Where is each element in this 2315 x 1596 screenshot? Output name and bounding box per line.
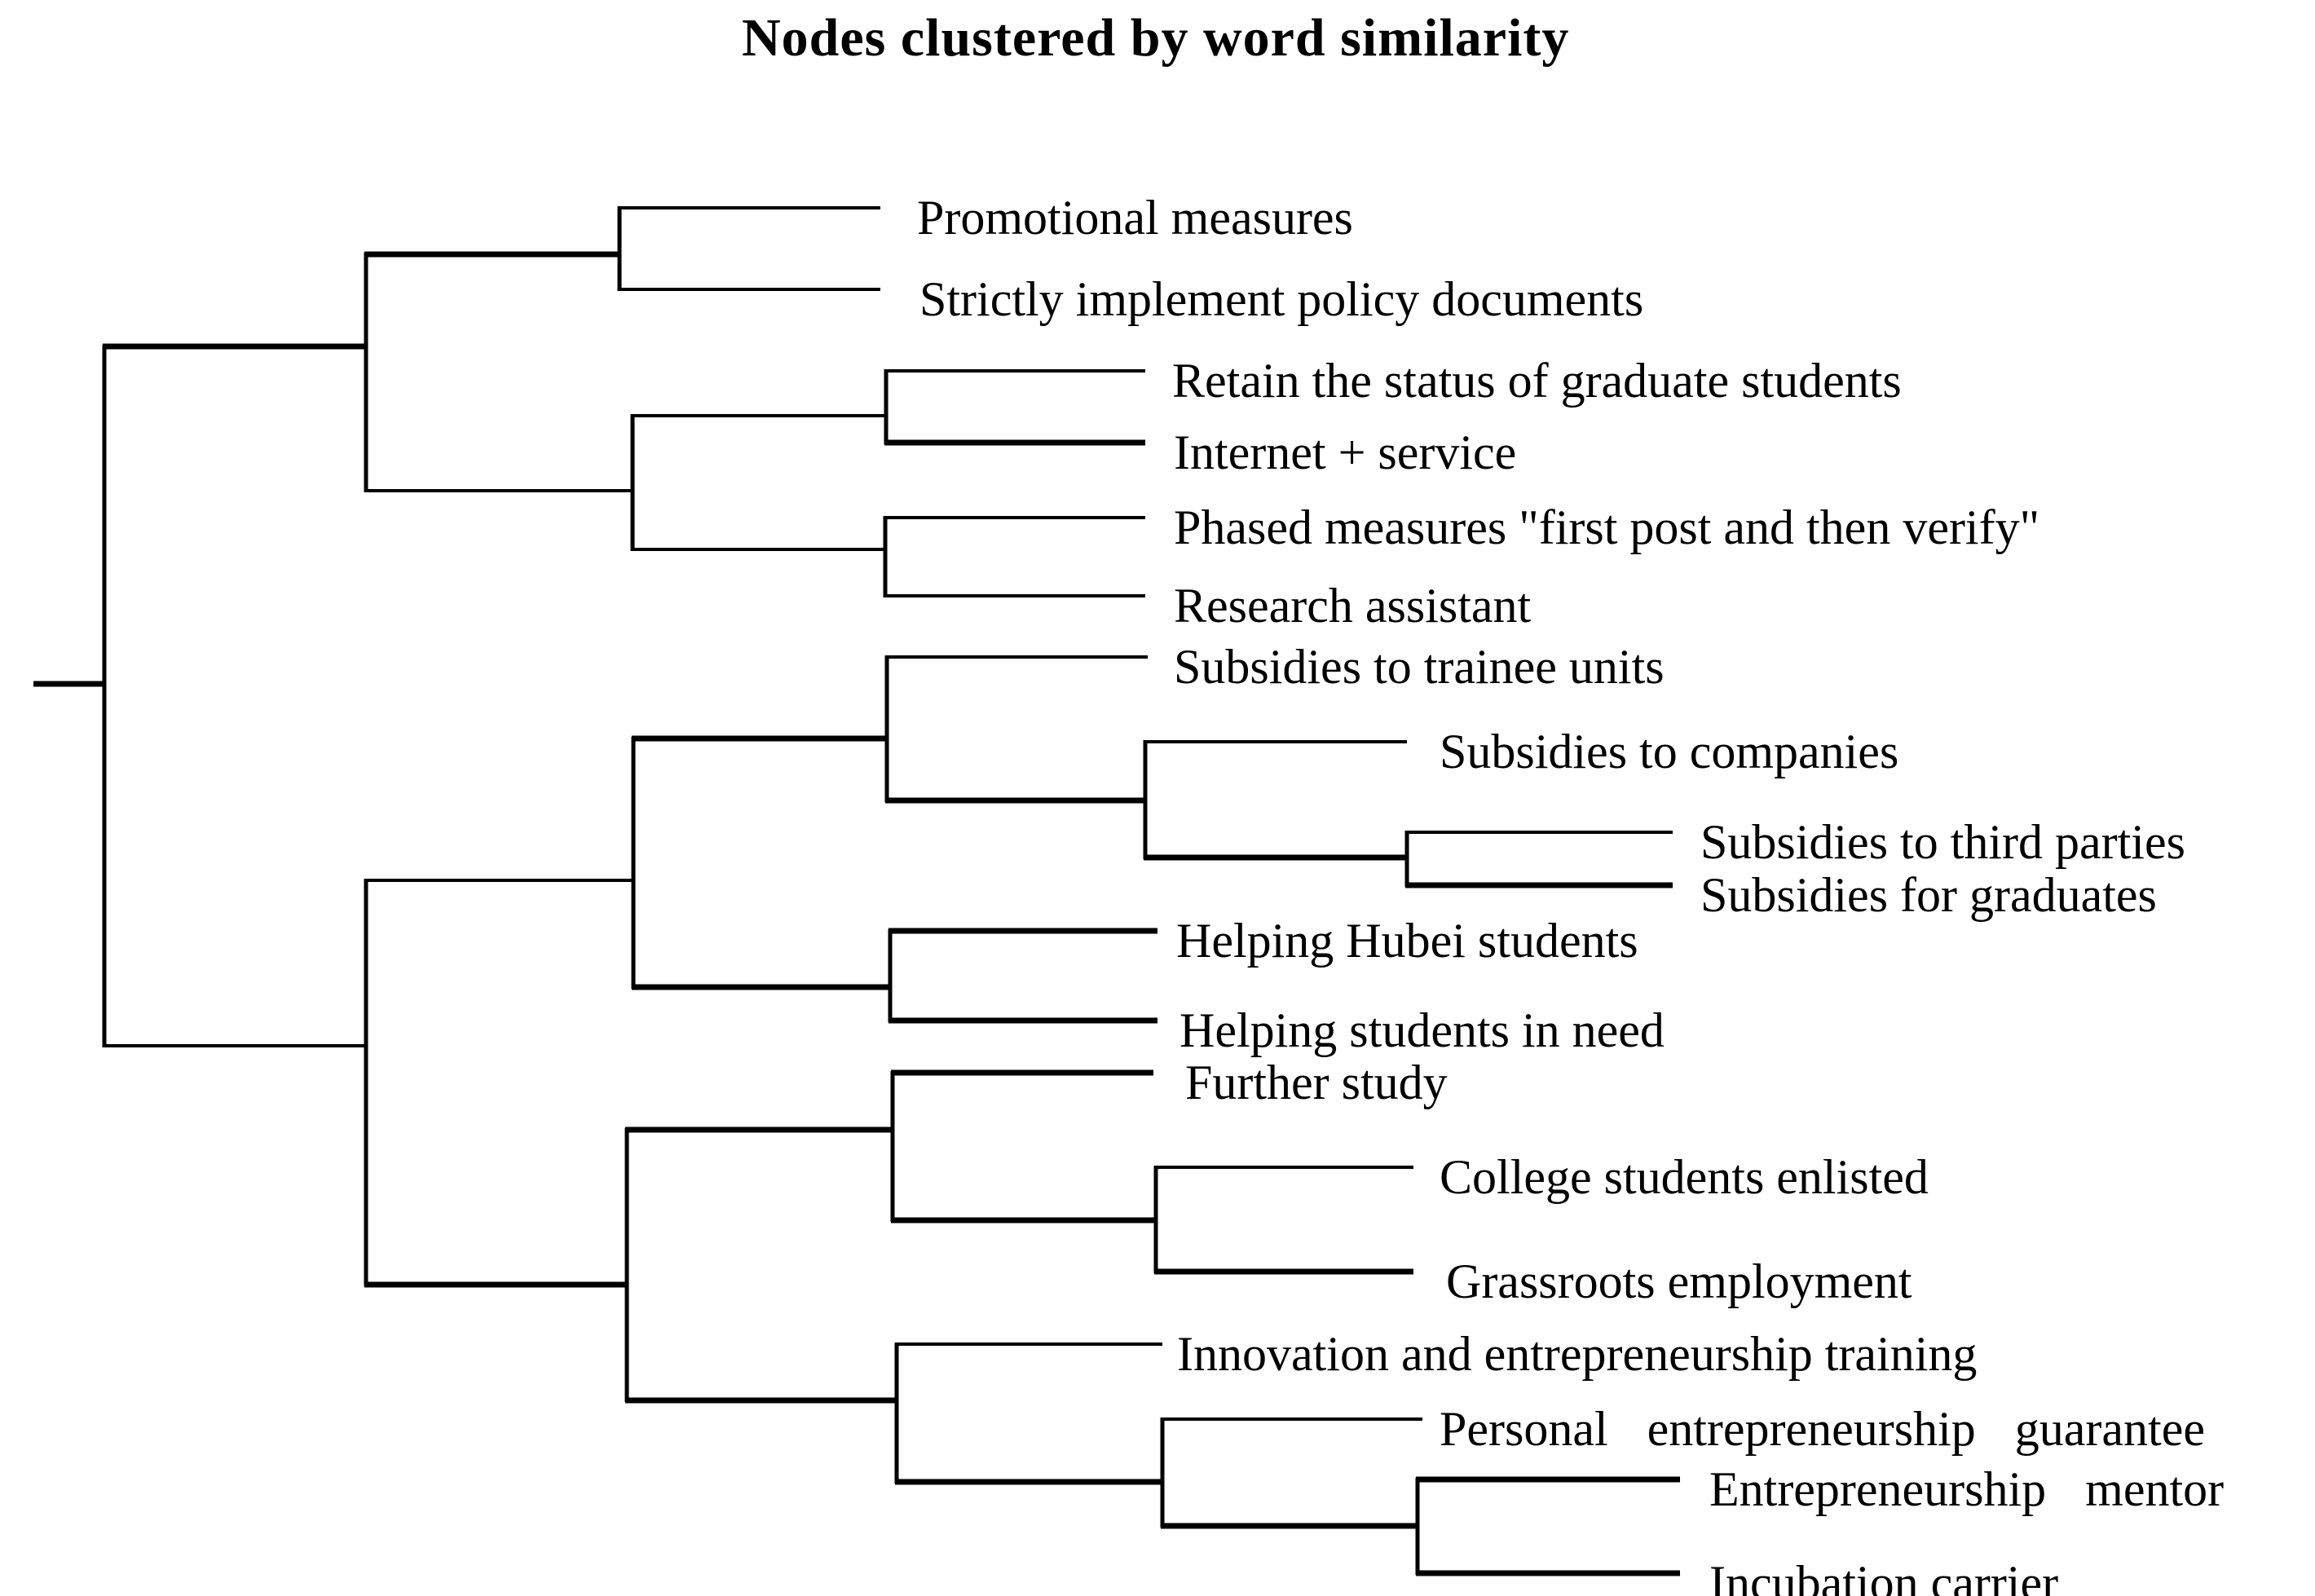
leaf-label-5: Research assistant <box>1174 579 1532 633</box>
leaf-label-15: Innovation and entrepreneurship training <box>1177 1327 1978 1381</box>
leaf-label-4: Phased measures "first post and then ver… <box>1174 500 2040 554</box>
leaf-label-14: Grassroots employment <box>1446 1254 1912 1308</box>
leaf-label-12: Further study <box>1185 1056 1448 1109</box>
leaf-label-16: Personal entrepreneurship guarantee <box>1440 1402 2205 1456</box>
leaf-label-3: Internet + service <box>1174 425 1517 479</box>
leaf-label-18: Incubation carrier <box>1709 1556 2059 1596</box>
leaf-label-8: Subsidies to third parties <box>1700 815 2185 869</box>
leaf-label-1: Strictly implement policy documents <box>919 272 1644 326</box>
leaf-label-9: Subsidies for graduates <box>1700 868 2157 922</box>
leaf-label-17: Entrepreneurship mentor <box>1709 1462 2225 1516</box>
leaf-label-13: College students enlisted <box>1440 1150 1929 1204</box>
leaf-label-6: Subsidies to trainee units <box>1174 640 1665 694</box>
leaf-label-0: Promotional measures <box>917 191 1353 245</box>
leaf-label-7: Subsidies to companies <box>1440 725 1899 778</box>
leaf-label-2: Retain the status of graduate students <box>1172 354 1902 408</box>
leaf-label-10: Helping Hubei students <box>1176 914 1638 968</box>
chart-title: Nodes clustered by word similarity <box>742 8 1570 68</box>
leaf-label-11: Helping students in need <box>1180 1003 1665 1057</box>
